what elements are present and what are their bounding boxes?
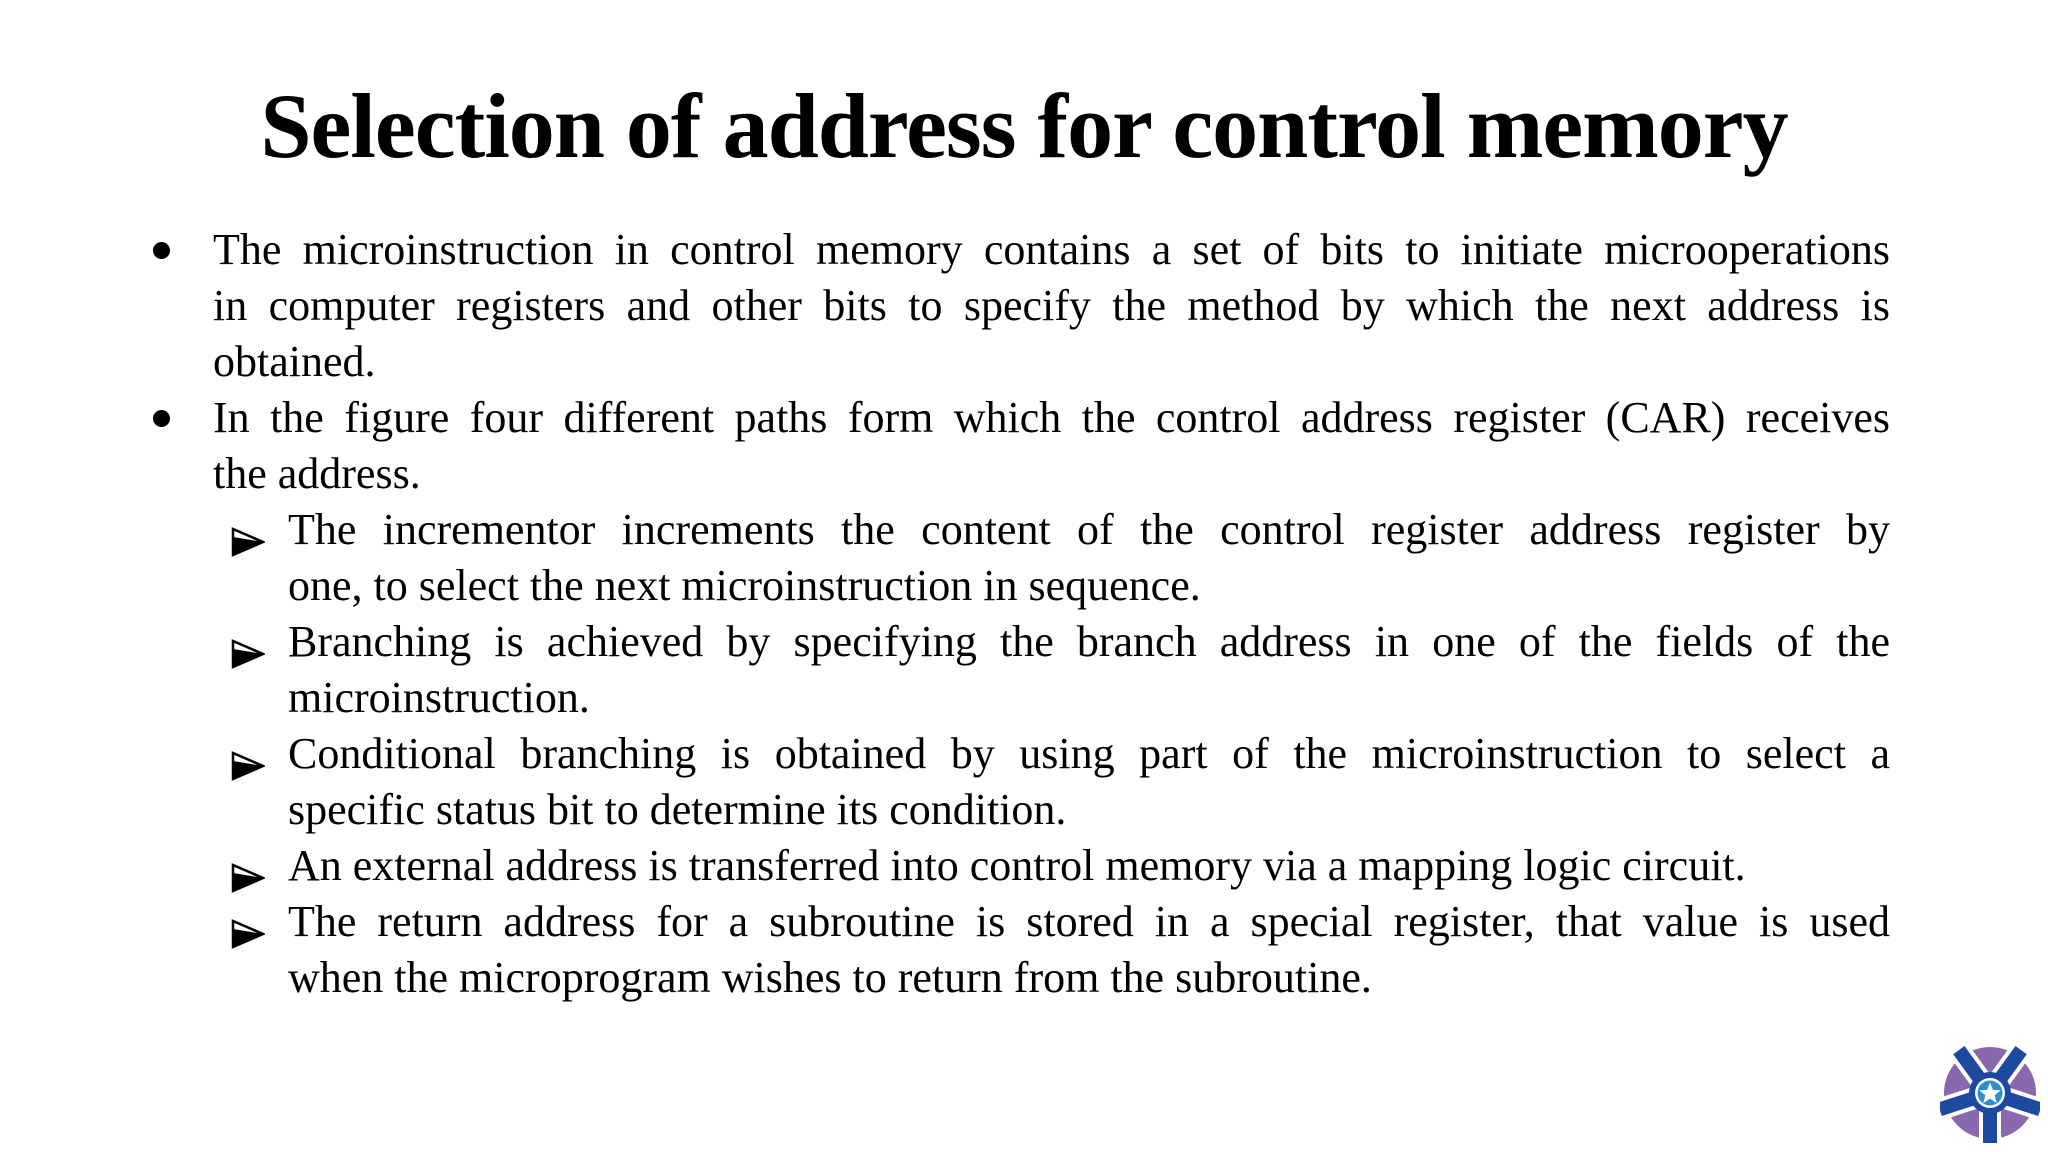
text-line: the address. — [213, 449, 421, 498]
bullet-item: In the figure four different paths form … — [0, 390, 2048, 502]
text-line: obtained. — [213, 337, 376, 386]
text-line: The return address for a subroutine is s… — [288, 897, 1890, 946]
text-line: The microinstruction in control memory c… — [213, 225, 1890, 274]
arrow-bullet-icon — [231, 739, 267, 781]
text-line: The incrementor increments the content o… — [288, 505, 1890, 554]
star-icon — [1979, 1082, 2001, 1103]
text-line: Conditional branching is obtained by usi… — [288, 729, 1890, 778]
arrow-bullet-icon — [231, 627, 267, 669]
arrow-bullet-icon — [231, 515, 267, 557]
text-line: An external address is transferred into … — [288, 841, 1746, 890]
text-line: specific status bit to determine its con… — [288, 785, 1067, 834]
slide-title: Selection of address for control memory — [260, 75, 1788, 177]
bullet-item: The microinstruction in control memory c… — [0, 222, 2048, 390]
arrow-bullet-icon — [231, 851, 267, 893]
text-line: in computer registers and other bits to … — [213, 281, 1890, 330]
sub-bullet-item: The incrementor increments the content o… — [0, 502, 2048, 614]
sub-bullet-item: An external address is transferred into … — [0, 838, 2048, 894]
bullet-dot-icon — [153, 410, 170, 427]
text-line: microinstruction. — [288, 673, 590, 722]
text-line: In the figure four different paths form … — [213, 393, 1890, 442]
arrow-bullet-icon — [231, 907, 267, 949]
university-logo-icon — [1940, 1043, 2040, 1143]
text-line: when the microprogram wishes to return f… — [288, 953, 1372, 1002]
sub-bullet-item: Branching is achieved by specifying the … — [0, 614, 2048, 726]
bullet-dot-icon — [153, 242, 170, 259]
text-line: Branching is achieved by specifying the … — [288, 617, 1890, 666]
sub-bullet-item: The return address for a subroutine is s… — [0, 894, 2048, 1006]
sub-bullet-item: Conditional branching is obtained by usi… — [0, 726, 2048, 838]
bullet-list: The microinstruction in control memory c… — [0, 222, 2048, 1006]
text-line: one, to select the next microinstruction… — [288, 561, 1201, 610]
